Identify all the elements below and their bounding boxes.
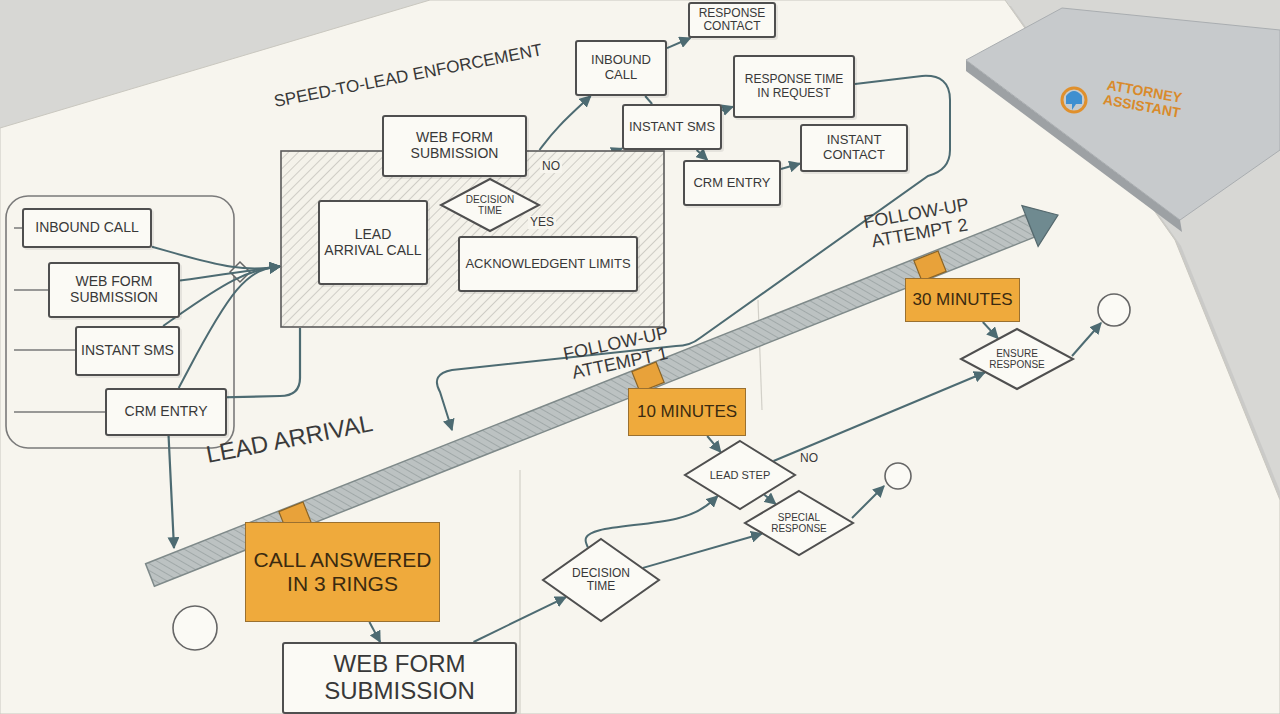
process-box: INSTANT CONTACT [800, 124, 908, 172]
node-text: ACKNOWLEDGENT LIMITS [461, 257, 634, 272]
node-text: 10 MINUTES [633, 402, 741, 421]
process-box: RESPONSE CONTACT [688, 2, 776, 38]
process-box: WEB FORM SUBMISSION [282, 642, 517, 714]
decision-diamond: ENSURE RESPONSE [960, 328, 1074, 390]
process-box: INSTANT SMS [75, 326, 180, 376]
decision-diamond: DECISION TIME [542, 538, 660, 622]
end-circle [1098, 294, 1130, 326]
connector-group [152, 38, 998, 642]
process-box: INBOUND CALL [22, 208, 152, 248]
brand-logo-text: ATTORNEY ASSISTANT [1086, 75, 1200, 124]
node-text: DECISION TIME [563, 567, 639, 594]
flow-arrow [774, 372, 985, 460]
flow-arrow [643, 534, 762, 568]
node-text: CRM ENTRY [121, 404, 212, 420]
flow-arrow [163, 266, 280, 326]
loop-lines [14, 228, 105, 412]
node-text: CALL ANSWERED IN 3 RINGS [246, 548, 439, 595]
node-text: INBOUND CALL [31, 220, 142, 236]
decision-diamond: LEAD STEP [684, 440, 796, 510]
flow-arrow [539, 96, 590, 150]
timeline-label: LEAD ARRIVAL [204, 410, 375, 468]
time-callout: 10 MINUTES [628, 388, 746, 436]
process-box: WEB FORM SUBMISSION [382, 115, 527, 177]
process-box: CRM ENTRY [105, 388, 227, 436]
flow-arrow [179, 266, 280, 388]
group-box: SPEED-TO-LEAD ENFORCEMENTWEB FORM SUBMIS… [280, 150, 665, 328]
node-text: DECISION TIME [458, 194, 522, 216]
diamond-shape [745, 491, 853, 555]
booklet-cover [966, 8, 1280, 220]
node-text: ENSURE RESPONSE [981, 348, 1054, 370]
node-text: LEAD ARRIVAL CALL [320, 227, 426, 258]
logo-headset [1062, 88, 1086, 112]
timeline-arrowhead [1022, 206, 1058, 247]
node-text: SPECIAL RESPONSE [764, 512, 834, 534]
flow-arrow [369, 622, 380, 642]
node-text: CRM ENTRY [689, 176, 774, 191]
edge-label: YES [528, 216, 556, 229]
flow-arrow [781, 163, 800, 168]
flow-arrow [645, 96, 652, 104]
time-callout: 30 MINUTES [905, 278, 1020, 322]
process-box: RESPONSE TIME IN REQUEST [733, 55, 855, 118]
process-box: INSTANT SMS [622, 104, 722, 150]
time-callout: CALL ANSWERED IN 3 RINGS [245, 522, 440, 622]
flow-arrow [697, 150, 708, 160]
process-box: INBOUND CALL [575, 40, 667, 96]
edge-label: NO [798, 452, 820, 465]
hatched-area [281, 151, 664, 327]
node-text: INSTANT SMS [77, 343, 178, 359]
process-box: ACKNOWLEDGENT LIMITS [458, 236, 638, 292]
node-text: RESPONSE CONTACT [690, 7, 774, 34]
logo-bubble [1066, 91, 1082, 110]
node-text: INBOUND CALL [577, 53, 665, 82]
decision-diamond: SPECIAL RESPONSE [744, 490, 854, 556]
timeline-label: FOLLOW-UP ATTEMPT 2 [836, 190, 1000, 257]
node-text: LEAD STEP [710, 469, 771, 481]
flow-arrow [764, 495, 775, 504]
fold-line [519, 470, 520, 714]
diamond-shape [961, 329, 1073, 389]
diamond-shape [441, 179, 539, 231]
process-box: LEAD ARRIVAL CALL [318, 200, 428, 285]
diamond-shape [543, 539, 659, 621]
decision-diamond: DECISION TIME [440, 178, 540, 232]
node-text: WEB FORM SUBMISSION [284, 651, 515, 705]
node-text: INSTANT CONTACT [802, 133, 906, 162]
end-circle [885, 463, 911, 489]
process-box: WEB FORM SUBMISSION [48, 262, 180, 318]
end-arrow [852, 486, 884, 518]
flow-arrow [667, 38, 690, 48]
node-text: 30 MINUTES [908, 290, 1016, 309]
end-circle [173, 606, 217, 650]
group-outline [6, 196, 234, 448]
flow-arrow [722, 107, 733, 111]
node-text: WEB FORM SUBMISSION [50, 274, 178, 305]
group-heading: SPEED-TO-LEAD ENFORCEMENT [272, 40, 543, 111]
flow-arrow [474, 597, 566, 642]
timeline-label: FOLLOW-UP ATTEMPT 1 [536, 318, 701, 390]
flow-arrow [983, 322, 998, 338]
flow-arrow [586, 496, 718, 547]
edge-label: NO [540, 160, 562, 173]
timeline-marker [914, 251, 946, 281]
node-text: RESPONSE TIME IN REQUEST [735, 73, 853, 100]
flow-arrow [707, 436, 721, 452]
node-text: INSTANT SMS [625, 120, 719, 135]
diamond-shape [685, 441, 795, 509]
node-text: WEB FORM SUBMISSION [384, 130, 525, 161]
process-box: CRM ENTRY [683, 160, 781, 206]
fold-line [758, 300, 762, 410]
end-arrow [1072, 323, 1101, 356]
